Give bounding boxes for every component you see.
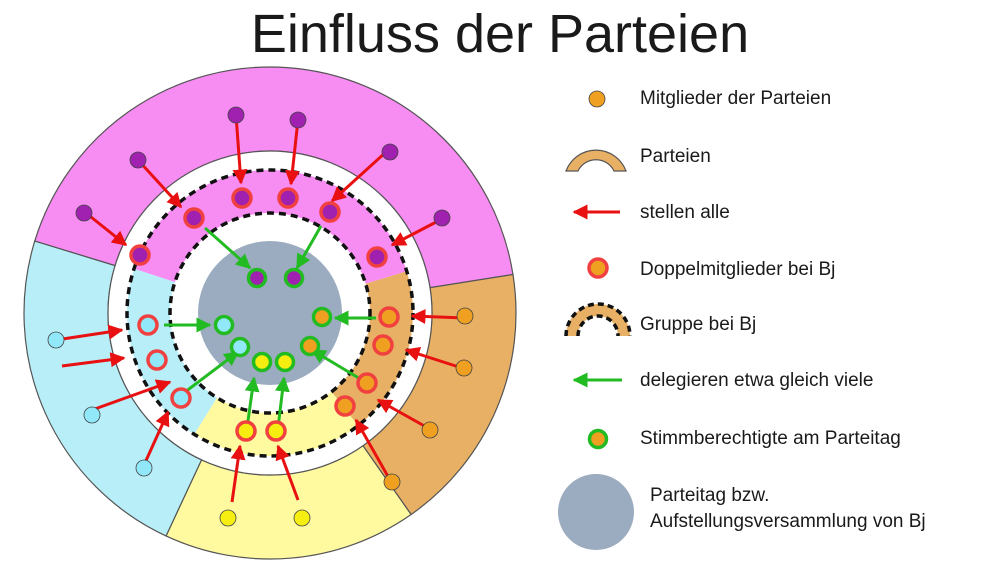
member-dot xyxy=(293,509,311,527)
voting-delegate-dot xyxy=(299,335,321,357)
red-arrow xyxy=(404,346,463,370)
voting-delegate-dot xyxy=(274,351,296,373)
legend-double-members-label: Doppelmitglieder bei Bj xyxy=(640,259,836,280)
member-dot xyxy=(421,421,439,439)
member-dot xyxy=(219,509,237,527)
legend-voting-label: Stimmberechtigte am Parteitag xyxy=(640,428,901,449)
voting-delegate-dot xyxy=(246,267,268,289)
legend-parties-label: Parteien xyxy=(640,146,711,167)
member-dot xyxy=(129,151,147,169)
double-member-dot xyxy=(231,187,253,209)
voting-delegate-dot xyxy=(283,267,305,289)
legend-delegate-label: delegieren etwa gleich viele xyxy=(640,370,874,391)
red-ring-dot-icon xyxy=(587,257,609,279)
orange-dot-icon xyxy=(588,90,606,108)
member-dot xyxy=(227,106,245,124)
red-arrow xyxy=(91,379,172,412)
voting-delegate-dot xyxy=(213,314,235,336)
red-arrow xyxy=(285,119,300,186)
double-member-dot xyxy=(366,246,388,268)
double-member-dot xyxy=(183,207,205,229)
red-arrow xyxy=(55,324,124,342)
member-dot xyxy=(47,331,65,349)
red-arrow xyxy=(410,309,466,325)
member-dot xyxy=(75,204,93,222)
legend-group-label: Gruppe bei Bj xyxy=(640,314,757,335)
member-dot xyxy=(83,406,101,424)
voting-delegate-dot xyxy=(229,336,251,358)
double-member-dot xyxy=(170,387,192,409)
double-member-dot xyxy=(319,201,341,223)
orange-arc-icon xyxy=(565,149,627,172)
double-member-dot xyxy=(146,349,168,371)
voting-delegate-dot xyxy=(251,351,273,373)
legend-members-label: Mitglieder der Parteien xyxy=(640,88,832,109)
red-arrow xyxy=(390,218,441,247)
double-member-dot xyxy=(372,334,394,356)
red-arrow xyxy=(230,444,246,503)
red-arrow xyxy=(354,418,392,481)
double-member-dot xyxy=(129,244,151,266)
member-dot xyxy=(135,459,153,477)
legend-convention-line2: Aufstellungsversammlung von Bj xyxy=(650,511,926,532)
member-dot xyxy=(289,111,307,129)
double-member-dot xyxy=(265,420,287,442)
double-member-dot xyxy=(356,372,378,394)
dashed-arc-fill xyxy=(566,304,630,336)
green-arrow xyxy=(244,376,260,429)
legend-icons xyxy=(558,90,634,550)
red-arrow xyxy=(275,444,300,501)
green-arrow xyxy=(274,376,290,429)
group-dashed-inner xyxy=(168,211,372,415)
group-sector-cyan xyxy=(126,268,218,435)
member-dot xyxy=(383,473,401,491)
dashed-arc-inner xyxy=(576,314,620,337)
green-arrow xyxy=(310,348,363,382)
green-ring-dot-icon xyxy=(587,428,609,450)
gray-circle-icon xyxy=(558,474,634,550)
red-arrow xyxy=(136,158,183,209)
green-arrow xyxy=(184,350,240,394)
member-dot xyxy=(456,307,474,325)
double-member-dot xyxy=(378,306,400,328)
legend-convention-line1: Parteitag bzw. xyxy=(650,485,770,506)
double-member-dot xyxy=(137,314,159,336)
red-arrow xyxy=(330,150,388,203)
red-arrow xyxy=(232,114,248,185)
green-arrow xyxy=(204,226,252,270)
double-member-dot xyxy=(277,187,299,209)
double-member-dot xyxy=(235,420,257,442)
red-arrow xyxy=(85,211,128,247)
legend-convention-label: Parteitag bzw. Aufstellungsversammlung v… xyxy=(650,483,990,535)
red-arrow xyxy=(142,410,170,466)
double-member-dot xyxy=(334,395,356,417)
voting-delegate-dot xyxy=(311,306,333,328)
dashed-arc-icon xyxy=(564,302,632,337)
red-arrow xyxy=(376,398,429,430)
red-arrow xyxy=(61,352,126,368)
member-dot xyxy=(455,359,473,377)
member-dots xyxy=(47,106,474,527)
page-title: Einfluss der Parteien xyxy=(250,4,750,64)
member-dot xyxy=(433,209,451,227)
arrows xyxy=(55,114,466,503)
legend-provide-all-label: stellen alle xyxy=(640,202,730,223)
member-dot xyxy=(381,143,399,161)
green-arrow xyxy=(295,225,323,270)
